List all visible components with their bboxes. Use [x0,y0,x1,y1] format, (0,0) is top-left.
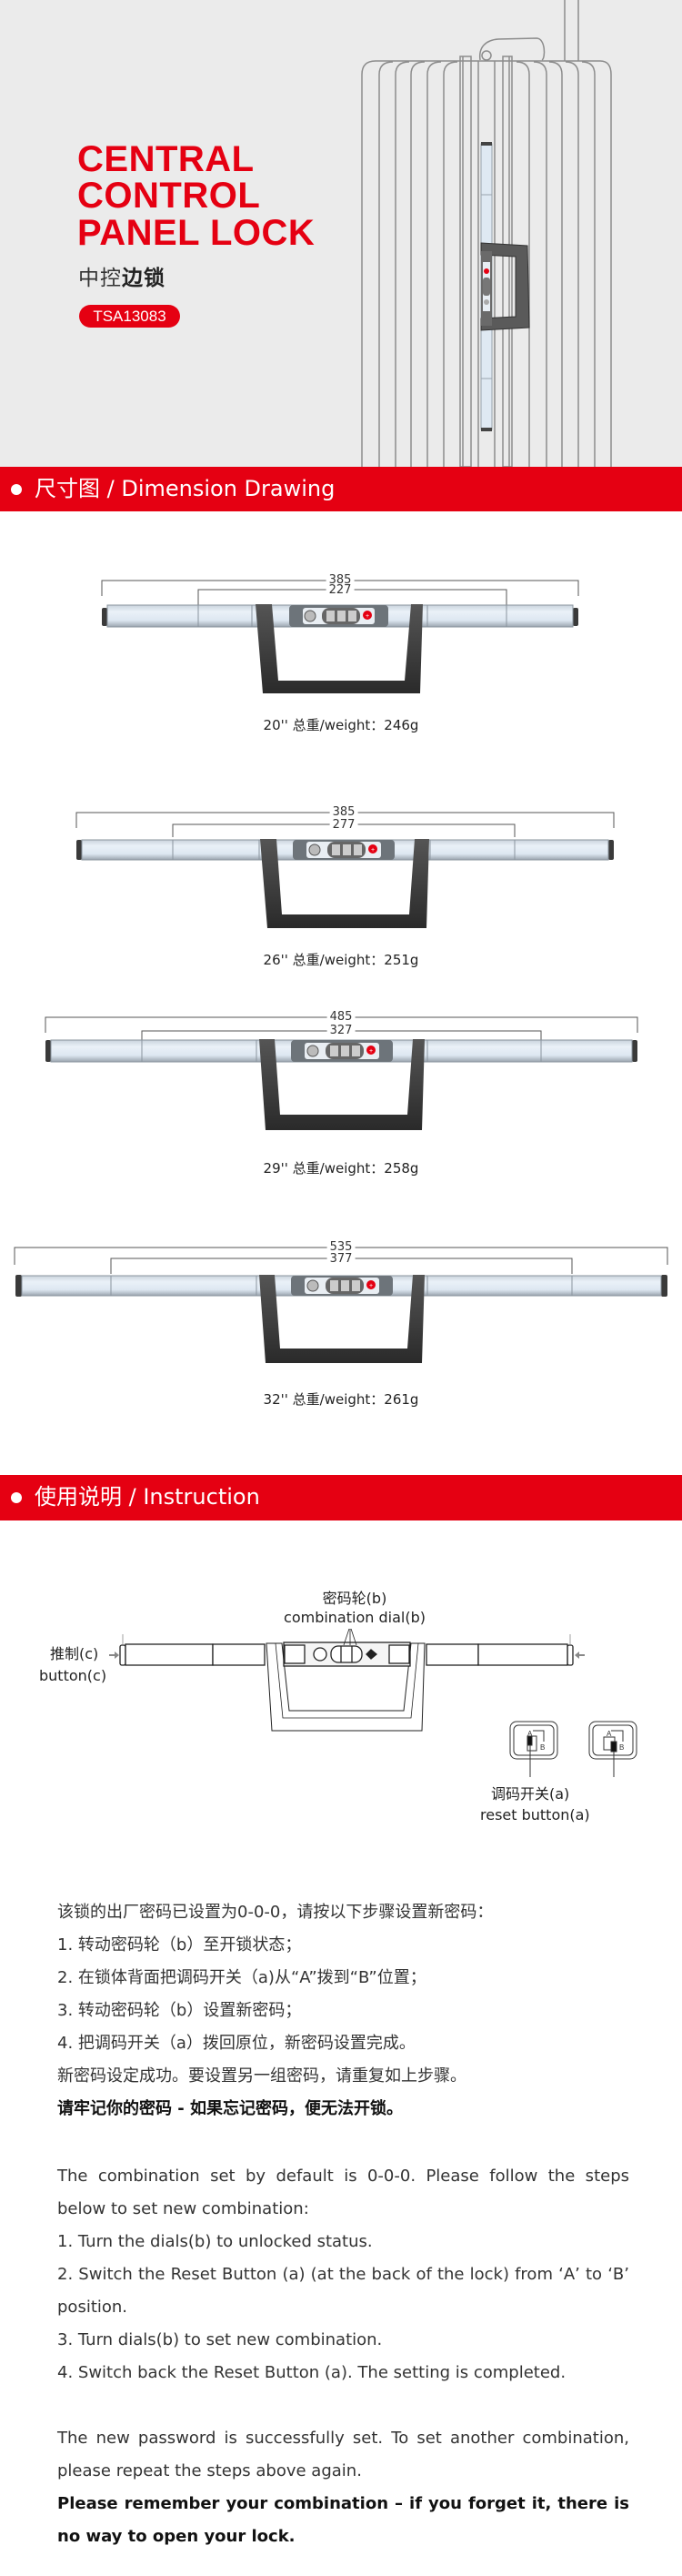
push-arrow-icon [109,1652,585,1659]
weight-label-20: 20'' 总重/weight：246g [263,717,419,733]
cn-step-2: 2. 在锁体背面把调码开关（a)从“A”拨到“B”位置； [57,1968,426,1987]
section-title: 使用说明 / Instruction [35,1484,260,1510]
cn-step-4: 4. 把调码开关（a）拨回原位，新密码设置完成。 [57,2034,416,2053]
lock-drawing-26: + [75,812,615,928]
lock-drawing-20: + [101,580,579,693]
en-warning: Please remember your combination – if yo… [57,2494,629,2546]
weight-label-26: 26'' 总重/weight：251g [263,952,419,968]
section-header-instruction: 使用说明 / Instruction [0,1475,682,1520]
dim-outer-32: 535 [326,1241,356,1253]
chinese-title-light: 中控 [78,267,122,290]
dial-label-en: combination dial(b) [284,1609,426,1626]
cn-step-3: 3. 转动密码轮（b）设置新密码； [57,2001,302,2020]
bullet-dot-icon [11,1492,22,1503]
cn-warning: 请牢记你的密码 - 如果忘记密码，便无法开锁。 [57,2099,404,2118]
svg-text:B: B [619,1743,624,1752]
section-title: 尺寸图 / Dimension Drawing [35,476,336,501]
push-button-label-cn: 推制(c) [50,1645,99,1662]
en-step-1: 1. Turn the dials(b) to unlocked status. [57,2232,373,2251]
svg-text:+: + [366,613,369,620]
cn-step-1: 1. 转动密码轮（b）至开锁状态； [57,1935,302,1955]
section-header-dimension: 尺寸图 / Dimension Drawing [0,467,682,511]
dim-inner-32: 377 [326,1253,356,1265]
bullet-dot-icon [11,484,22,495]
cn-intro: 该锁的出厂密码已设置为0-0-0，请按以下步骤设置新密码： [57,1903,494,1922]
title-line-2: CONTROL [77,176,261,216]
instructions-english: The combination set by default is 0-0-0.… [57,2160,629,2553]
dim-outer-29: 485 [326,1011,356,1023]
svg-text:B: B [540,1743,545,1752]
en-intro: The combination set by default is 0-0-0.… [57,2167,629,2218]
svg-text:+: + [369,1283,373,1289]
chinese-title-bold: 边锁 [122,267,165,290]
instruction-diagram: A B A B [109,1629,637,1777]
lock-drawing-32: + [14,1247,668,1363]
chinese-title: 中控边锁 [78,260,165,291]
dial-label-cn: 密码轮(b) [322,1590,387,1607]
title-line-3: PANEL LOCK [77,213,316,253]
svg-text:+: + [369,1048,373,1055]
reset-label-cn: 调码开关(a) [491,1785,570,1803]
vertical-lock [480,142,530,431]
lock-drawing-29: + [45,1016,638,1130]
reset-switch-b-icon: A B [588,1721,637,1777]
en-step-4: 4. Switch back the Reset Button (a). The… [57,2363,567,2382]
reset-switch-a-icon: A B [509,1721,558,1777]
dim-inner-26: 277 [329,819,358,831]
instructions-chinese: 该锁的出厂密码已设置为0-0-0，请按以下步骤设置新密码： 1. 转动密码轮（b… [57,1896,629,2126]
svg-text:A: A [527,1730,533,1738]
en-step-2: 2. Switch the Reset Button (a) (at the b… [57,2265,629,2317]
reset-label-en: reset button(a) [480,1806,590,1823]
dim-outer-20: 385 [326,574,355,586]
suitcase-illustration [361,0,612,467]
dim-inner-20: 227 [326,584,355,596]
push-button-label-en: button(c) [39,1667,107,1684]
dim-inner-29: 327 [326,1025,356,1036]
cn-outro: 新密码设定成功。要设置另一组密码，请重复如上步骤。 [57,2066,466,2086]
svg-text:+: + [371,847,375,854]
spacer [57,2389,629,2422]
weight-label-32: 32'' 总重/weight：261g [263,1391,419,1408]
title-line-1: CENTRAL [77,139,255,179]
dim-outer-26: 385 [329,806,358,818]
model-badge: TSA13083 [79,305,180,328]
hero-banner: CENTRAL CONTROL PANEL LOCK 中控边锁 TSA13083 [0,0,682,467]
svg-text:A: A [607,1730,612,1738]
weight-label-29: 29'' 总重/weight：258g [263,1160,419,1177]
en-outro: The new password is successfully set. To… [57,2429,629,2480]
en-step-3: 3. Turn dials(b) to set new combination. [57,2330,383,2349]
